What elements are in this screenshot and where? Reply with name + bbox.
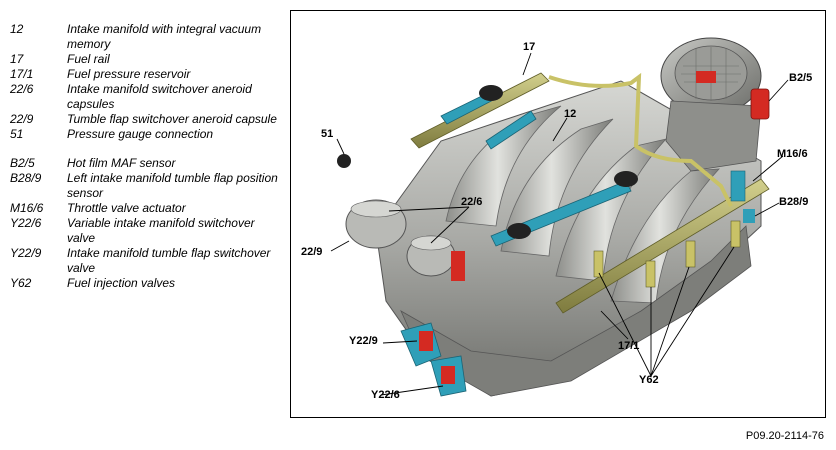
callout-17-1: 17/1 (618, 340, 640, 352)
bracket-upper-2 (485, 110, 537, 150)
callout-m16-6: M16/6 (777, 148, 808, 160)
manifold-runner (610, 168, 720, 304)
callout-22-6: 22/6 (461, 196, 483, 208)
callout-b2-5: B2/5 (789, 72, 813, 84)
legend-item: Y22/6 Variable intake manifold switchover… (10, 216, 285, 246)
legend-description: Throttle valve actuator (67, 201, 186, 215)
manifold-lower-body (400, 225, 752, 397)
callout-22-9: 22/9 (301, 246, 323, 258)
legend-code: 51 (10, 127, 24, 141)
legend-description: Fuel rail (67, 52, 110, 66)
legend-item: 22/6 Intake manifold switchover aneroid c… (10, 82, 285, 112)
red-actuator (451, 251, 465, 281)
legend-item: 12 Intake manifold with integral vacuum m… (10, 22, 285, 52)
legend-item: Y62 Fuel injection valves (10, 276, 285, 291)
callout-y22-6: Y22/6 (371, 389, 400, 401)
aneroid-capsule-top (350, 200, 402, 218)
legend-code: Y62 (10, 276, 32, 290)
sensor-b289 (743, 209, 755, 223)
legend-item: B2/5 Hot film MAF sensor (10, 156, 285, 171)
injector-cap (614, 171, 638, 187)
legend-item: 51 Pressure gauge connection (10, 127, 285, 142)
valve-red-y226 (441, 366, 455, 384)
legend-item: M16/6 Throttle valve actuator (10, 201, 285, 216)
legend-code: B2/5 (10, 156, 35, 170)
legend-code: B28/9 (10, 171, 42, 185)
legend-description: Intake manifold with integral vacuum mem… (67, 22, 262, 51)
illustration-frame: 17 B2/5 12 51 M16/6 22/6 B28/9 22/9 Y22/… (290, 10, 826, 418)
legend-description: Pressure gauge connection (67, 127, 214, 141)
legend-description: Hot film MAF sensor (67, 156, 176, 170)
injector-cap (479, 85, 503, 101)
legend-group-components: 12 Intake manifold with integral vacuum m… (10, 22, 285, 142)
fuel-pipe (548, 72, 733, 207)
pressure-gauge-connection (337, 154, 351, 168)
callout-17: 17 (523, 41, 536, 53)
legend-code: 17 (10, 52, 24, 66)
legend-code: Y22/6 (10, 216, 42, 230)
maf-red-cap (696, 71, 716, 83)
callout-b28-9: B28/9 (779, 196, 809, 208)
valve-red-y229 (419, 331, 433, 351)
legend-item: B28/9 Left intake manifold tumble flap po… (10, 171, 285, 201)
callout-y22-9: Y22/9 (349, 335, 378, 347)
legend-description: Fuel injection valves (67, 276, 176, 290)
injector-cap (507, 223, 531, 239)
actuator-m166 (730, 170, 746, 202)
legend-description: Fuel pressure reservoir (67, 67, 191, 81)
figure-id: P09.20-2114-76 (745, 430, 824, 442)
manifold-runner (445, 105, 562, 227)
leader-lines (330, 52, 789, 396)
legend-item: Y22/9 Intake manifold tumble flap switcho… (10, 246, 285, 276)
legend: 12 Intake manifold with integral vacuum m… (10, 22, 285, 291)
intake-manifold-illustration (330, 37, 789, 397)
legend-description: Intake manifold switchover aneroid capsu… (67, 82, 252, 111)
legend-code: 22/6 (10, 82, 34, 96)
legend-code: Y22/9 (10, 246, 42, 260)
callout-y62: Y62 (639, 374, 659, 386)
legend-description: Tumble flap switchover aneroid capsule (67, 112, 277, 126)
legend-description: Intake manifold tumble flap switchover v… (67, 246, 271, 275)
injector (645, 260, 656, 288)
legend-item: 17 Fuel rail (10, 52, 285, 67)
legend-code: 12 (10, 22, 24, 36)
legend-gap (10, 142, 285, 156)
injector (730, 220, 741, 248)
maf-sensor-red (750, 88, 770, 120)
legend-code: M16/6 (10, 201, 44, 215)
fuel-rail-lower (555, 178, 770, 314)
legend-code: 22/9 (10, 112, 34, 126)
callout-12: 12 (564, 108, 577, 120)
callout-51: 51 (321, 128, 334, 140)
legend-description: Left intake manifold tumble flap positio… (67, 171, 278, 200)
legend-code: 17/1 (10, 67, 34, 81)
injector (593, 250, 604, 278)
injector (685, 240, 696, 268)
legend-item: 17/1 Fuel pressure reservoir (10, 67, 285, 82)
legend-item: 22/9 Tumble flap switchover aneroid capsu… (10, 112, 285, 127)
legend-description: Variable intake manifold switchover valv… (67, 216, 255, 245)
throttle-body (665, 100, 762, 172)
